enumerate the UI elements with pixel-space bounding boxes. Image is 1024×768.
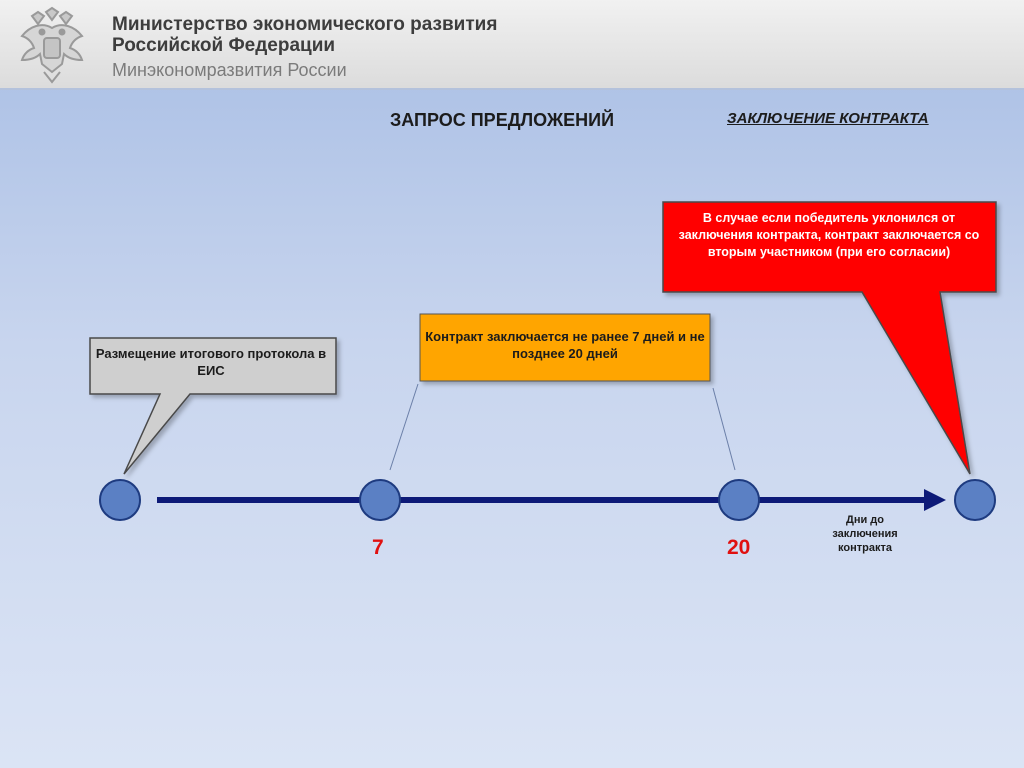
timeline-node-start <box>99 479 141 521</box>
ministry-name-line2: Российской Федерации <box>112 35 336 56</box>
callout-orange-shape <box>419 313 711 382</box>
bracket-line-left <box>389 383 419 471</box>
timeline-node-7 <box>359 479 401 521</box>
callout-gray-text: Размещение итогового протокола в ЕИС <box>95 346 327 378</box>
callout-gray-shape <box>89 337 337 475</box>
coat-of-arms-icon <box>20 6 84 84</box>
tick-label-7: 7 <box>372 536 384 559</box>
callout-red-shape <box>662 201 997 475</box>
callout-orange-text: Контракт заключается не ранее 7 дней и н… <box>425 329 705 361</box>
contract-title: ЗАКЛЮЧЕНИЕ КОНТРАКТА <box>727 110 929 127</box>
timeline-arrowhead <box>924 489 946 511</box>
callout-red-text: В случае если победитель уклонился от за… <box>678 211 980 259</box>
ministry-name-line1: Министерство экономического развития <box>112 14 498 35</box>
bracket-line-right <box>712 387 736 471</box>
timeline-node-end <box>954 479 996 521</box>
tick-label-20: 20 <box>727 536 751 559</box>
timeline-node-20 <box>718 479 760 521</box>
ministry-short-name: Минэкономразвития России <box>112 60 347 80</box>
axis-label: Дни до заключения контракта <box>832 514 898 554</box>
header-bar: Министерство экономического развития Рос… <box>0 0 1024 90</box>
slide-title: ЗАПРОС ПРЕДЛОЖЕНИЙ <box>390 110 615 130</box>
